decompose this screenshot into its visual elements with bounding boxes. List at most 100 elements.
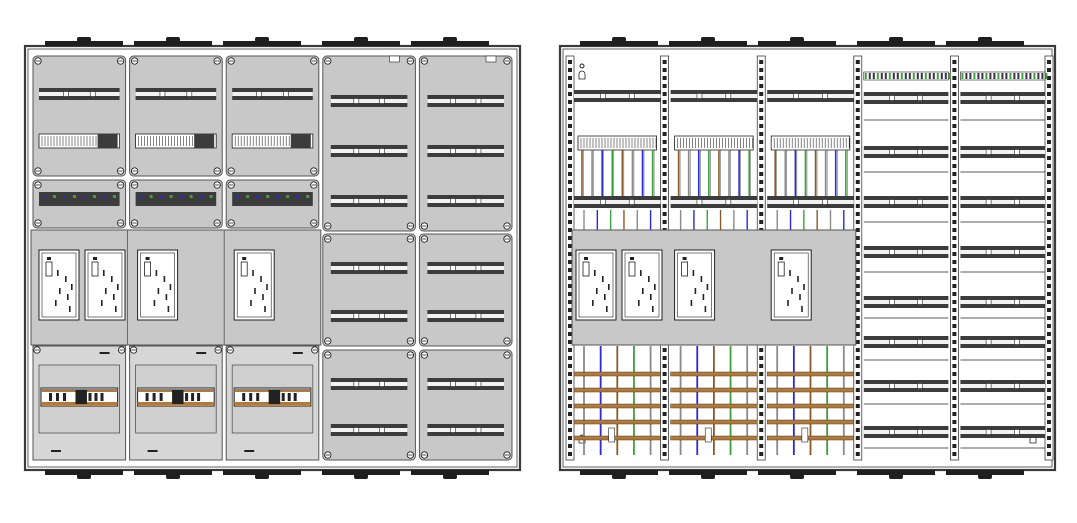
column-hole [952, 84, 957, 88]
column-hole [952, 276, 957, 280]
rail-marker [159, 91, 166, 97]
wire-stub [113, 195, 116, 198]
rail-marker [379, 381, 385, 387]
column-hole [855, 148, 860, 152]
column-hole [855, 172, 860, 176]
frame-inner [27, 48, 518, 468]
column-hole [952, 132, 957, 136]
column-hole [855, 444, 860, 448]
column-hole [568, 452, 572, 456]
column-hole [662, 412, 667, 416]
column-hole [952, 436, 957, 440]
column-hole [568, 212, 572, 216]
column-hole [1047, 204, 1051, 208]
meter-housing [38, 249, 80, 321]
rail-column [418, 55, 513, 461]
breaker-toggle [242, 393, 246, 401]
column-hole [568, 76, 572, 80]
column-hole [568, 412, 572, 416]
column-hole [1047, 244, 1051, 248]
column-hole [1047, 236, 1051, 240]
column-hole [568, 60, 572, 64]
rail-marker [1013, 95, 1020, 101]
meter-pin [65, 276, 67, 282]
busbar-clamp [608, 427, 615, 443]
column-hole [952, 444, 957, 448]
din-rail [135, 192, 217, 206]
column-hole [568, 148, 572, 152]
din-rail-slot [427, 99, 504, 103]
column-hole [568, 260, 572, 264]
column-hole [759, 452, 764, 456]
meter-housing [621, 249, 663, 321]
meter-pin [700, 276, 703, 282]
breaker-toggle [56, 393, 59, 401]
busbar [670, 387, 758, 393]
column-hole [759, 196, 764, 200]
meter-pin [606, 306, 608, 312]
wire-stub [103, 195, 106, 198]
terminal-dot [1045, 73, 1048, 79]
column-hole [568, 156, 572, 160]
rail-marker [283, 91, 289, 97]
meter-pin [652, 306, 654, 312]
wire-stub [63, 195, 66, 198]
din-rail-slot [427, 428, 504, 432]
terminal-endcap [290, 134, 311, 148]
column-hole [1047, 108, 1051, 112]
bottom-foot-clip [354, 474, 368, 479]
column-hole [1047, 412, 1051, 416]
rail-marker [985, 299, 992, 305]
column-hole [568, 396, 572, 400]
rail-marker [985, 95, 992, 101]
column-hole [1047, 212, 1051, 216]
rail-marker [1013, 249, 1020, 255]
rail-marker [353, 313, 360, 319]
column-hole [952, 228, 957, 232]
column-hole [952, 156, 957, 160]
meter-window [628, 261, 636, 277]
rail-marker [450, 427, 456, 433]
meter-housing [575, 249, 617, 321]
column-hole [662, 84, 667, 88]
column-hole [568, 316, 572, 320]
rail-marker [1013, 299, 1020, 305]
column-hole [1047, 340, 1051, 344]
rail-marker [379, 265, 385, 271]
column-hole [568, 244, 572, 248]
meter-pin [250, 300, 252, 306]
top-foot-clip [612, 37, 626, 42]
meter-housing [137, 249, 179, 321]
terminal-dot [928, 73, 931, 79]
rail-marker [475, 381, 482, 387]
din-rail-slot [863, 200, 949, 204]
column-hole [855, 124, 860, 128]
rail-marker [917, 383, 924, 389]
column-hole [1047, 364, 1051, 368]
bottom-foot [580, 470, 658, 475]
terminal-endcap [194, 134, 215, 148]
column-hole [855, 76, 860, 80]
column-hole [1047, 452, 1051, 456]
rail-marker [63, 91, 69, 97]
column-hole [759, 68, 764, 72]
breaker-toggle [88, 393, 92, 401]
rail-marker [822, 93, 828, 99]
column-hole [952, 92, 957, 96]
cover-panel [418, 233, 513, 347]
column-hole [568, 188, 572, 192]
rail-marker [353, 98, 360, 104]
meter-pin [105, 288, 107, 294]
column-hole [952, 108, 957, 112]
column-hole [855, 452, 860, 456]
terminal-dot [961, 73, 964, 79]
column-hole [1047, 68, 1051, 72]
column-hole [952, 340, 957, 344]
column-hole [855, 196, 860, 200]
top-foot-clip [166, 37, 180, 42]
front-view [23, 37, 522, 479]
column-hole [662, 124, 667, 128]
bottom-foot-clip [612, 474, 626, 479]
column-hole [1047, 396, 1051, 400]
column-hole [759, 164, 764, 168]
